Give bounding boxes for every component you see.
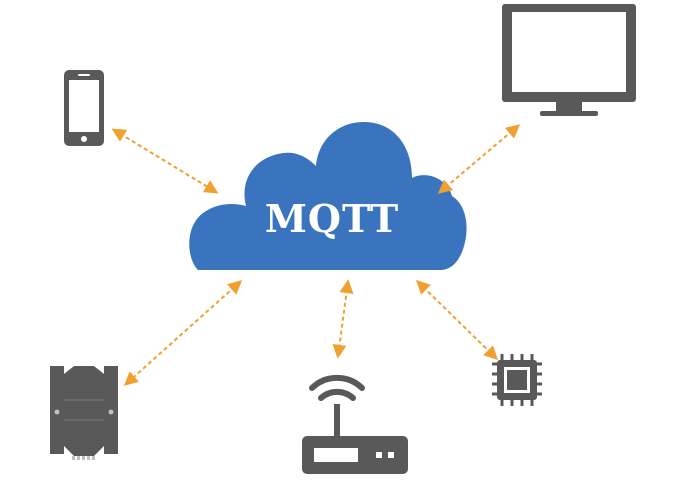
- smartphone-icon: [64, 70, 104, 146]
- connection-wifi-router: [332, 279, 354, 359]
- mqtt-cloud: [189, 122, 467, 270]
- connection-industrial-gateway: [123, 280, 243, 386]
- wifi-router-icon: [302, 374, 408, 474]
- connection-monitor: [437, 124, 521, 194]
- connection-microchip: [415, 280, 499, 360]
- monitor-icon: [502, 4, 636, 116]
- industrial-device-icon: [50, 366, 118, 460]
- mqtt-label: MQTT: [264, 195, 400, 241]
- microchip-icon: [492, 354, 542, 406]
- connection-smartphone: [111, 128, 219, 194]
- connections: [111, 124, 521, 386]
